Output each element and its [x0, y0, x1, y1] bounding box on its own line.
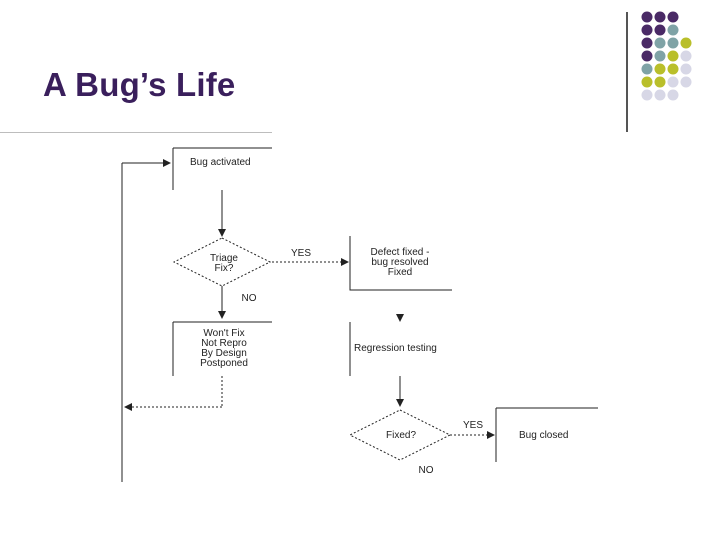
- node-wont-fix-line4: Postponed: [200, 358, 248, 369]
- decorative-dot: [680, 50, 692, 62]
- edge-fixed-no: NO: [418, 465, 434, 476]
- decorative-dot: [641, 89, 653, 101]
- node-defect-line2: bug resolved: [371, 257, 429, 268]
- node-bug-closed: Bug closed: [519, 430, 569, 441]
- decorative-dot: [654, 11, 666, 23]
- decorative-dot-grid: [641, 11, 692, 101]
- decorative-dot: [667, 76, 679, 88]
- edge-triage-yes: YES: [290, 248, 311, 259]
- decorative-dot: [667, 11, 679, 23]
- node-wont-fix-line3: By Design: [201, 348, 247, 359]
- decorative-dot: [654, 89, 666, 101]
- node-bug-activated: Bug activated: [190, 157, 251, 168]
- decorative-dot: [654, 24, 666, 36]
- decorative-dot: [654, 63, 666, 75]
- node-regression-testing: Regression testing: [354, 343, 437, 354]
- decorative-dot: [654, 50, 666, 62]
- node-defect-line3: Fixed: [387, 267, 413, 278]
- decorative-dot: [667, 89, 679, 101]
- decorative-dot: [680, 37, 692, 49]
- decorative-dot: [654, 37, 666, 49]
- node-wont-fix-line2: Not Repro: [201, 338, 247, 349]
- decorative-dot: [667, 63, 679, 75]
- defect-fixed-box: [349, 236, 452, 291]
- decorative-dot: [667, 50, 679, 62]
- decorative-dot: [667, 37, 679, 49]
- decorative-dot: [641, 63, 653, 75]
- edge-fixed-yes: YES: [462, 420, 483, 431]
- title-divider-vertical: [626, 12, 628, 132]
- regression-entry-arrowhead: [396, 314, 404, 322]
- decorative-dot: [680, 76, 692, 88]
- decorative-dot: [667, 24, 679, 36]
- decorative-dot: [680, 63, 692, 75]
- fixed-decision-diamond: [348, 409, 452, 461]
- title-divider-horizontal: [0, 132, 272, 133]
- decorative-dot: [654, 76, 666, 88]
- wont-fix-box: [172, 321, 272, 376]
- edge-triage-no: NO: [241, 293, 257, 304]
- node-defect-line1: Defect fixed -: [370, 247, 430, 258]
- node-wont-fix-line1: Won't Fix: [203, 328, 245, 339]
- decorative-dot: [641, 76, 653, 88]
- decorative-dot: [641, 50, 653, 62]
- bug-activated-box: [172, 147, 272, 190]
- bug-closed-box: [495, 407, 598, 462]
- node-triage-line2: Fix?: [214, 263, 234, 274]
- decorative-dot: [641, 11, 653, 23]
- decorative-dot: [641, 37, 653, 49]
- node-fixed-question: Fixed?: [385, 430, 416, 441]
- node-triage-line1: Triage: [210, 253, 238, 264]
- decorative-dot: [641, 24, 653, 36]
- slide-title: A Bug’s Life: [43, 66, 236, 103]
